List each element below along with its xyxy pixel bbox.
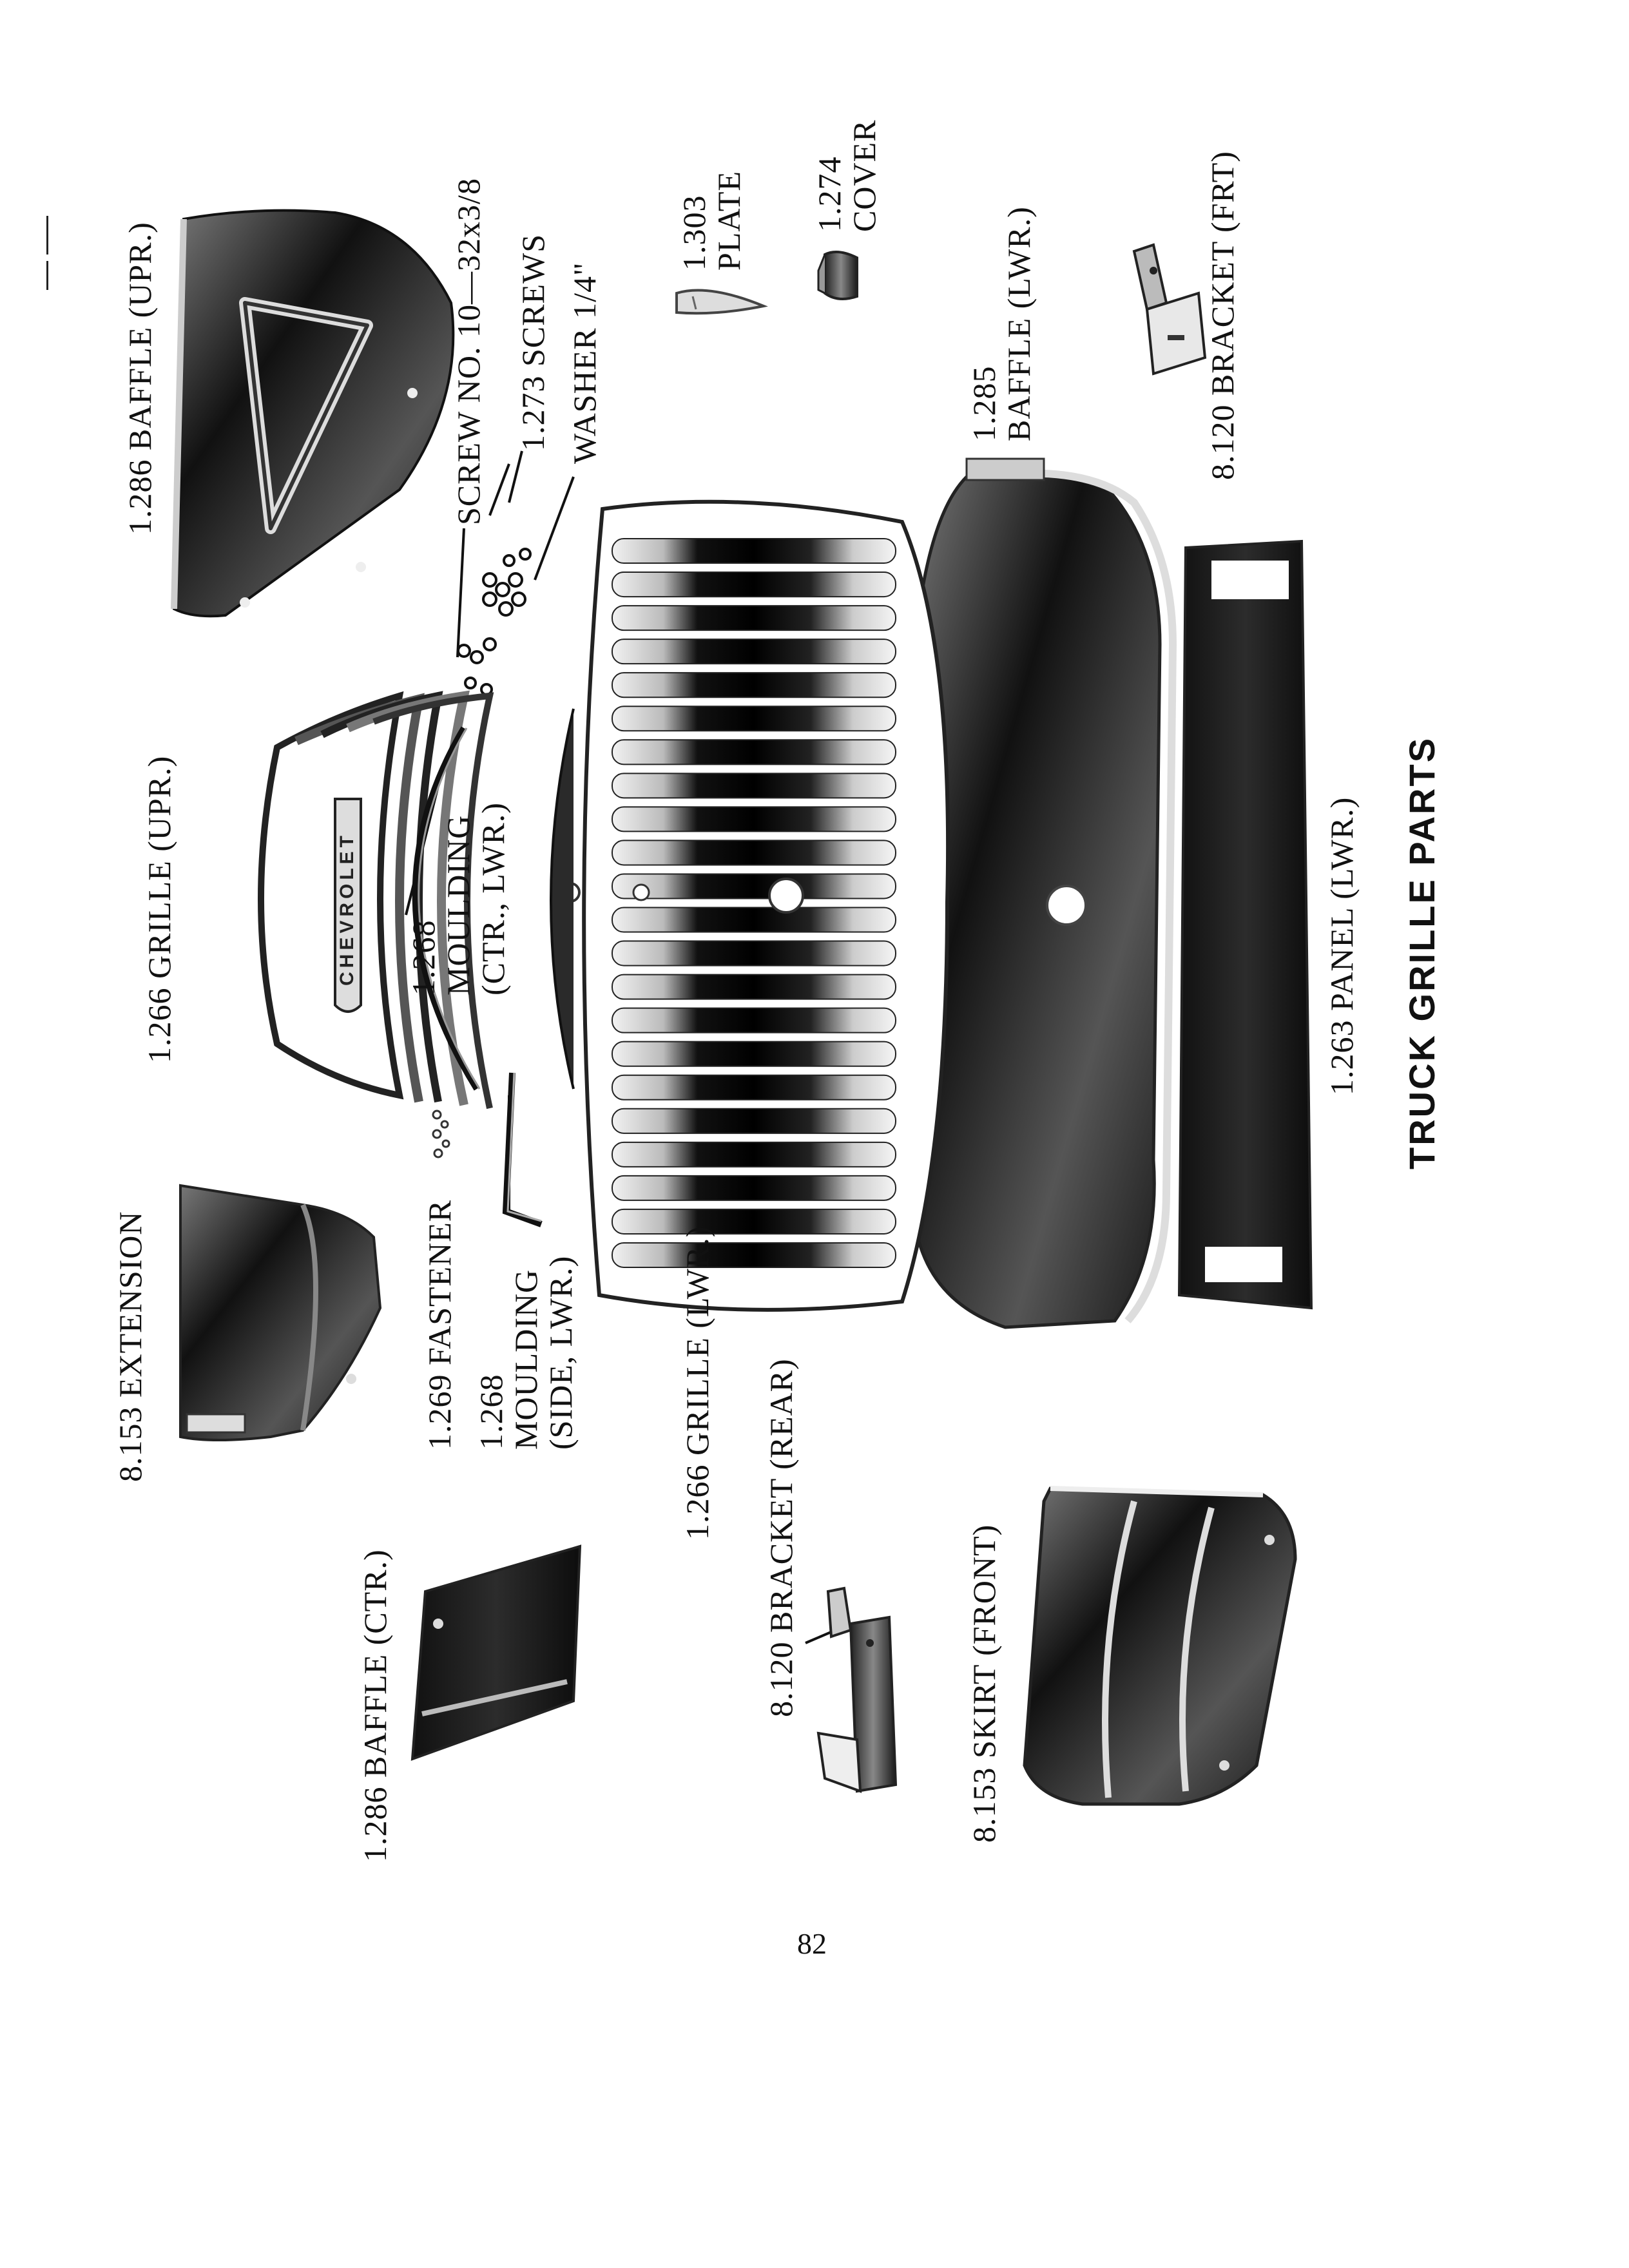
grille-bar	[612, 538, 896, 564]
grille-lower-part	[550, 499, 950, 1312]
grille-bar	[612, 605, 896, 631]
grille-bar	[612, 773, 896, 799]
cover-part	[817, 251, 858, 300]
grille-bar	[612, 1007, 896, 1033]
grille-bar	[612, 672, 896, 698]
label-baffle-upper: 1.286 BAFFLE (UPR.)	[122, 222, 158, 535]
moulding-center-part	[412, 726, 481, 1091]
grille-bar	[612, 639, 896, 665]
baffle-upper-part	[171, 209, 455, 618]
grille-bar	[612, 1141, 896, 1168]
bracket-rear-part	[816, 1586, 898, 1793]
grille-bar	[612, 940, 896, 966]
label-extension: 8.153 EXTENSION	[112, 1211, 148, 1482]
grille-bar	[612, 840, 896, 866]
label-washer: WASHER 1/4"	[566, 262, 602, 464]
grille-bar	[612, 1242, 896, 1269]
skirt-front-part	[1023, 1486, 1297, 1806]
grille-emblem-text: CHEVROLET	[336, 832, 358, 986]
grille-bar	[612, 873, 896, 899]
grille-bar	[612, 1175, 896, 1201]
label-fastener: 1.269 FASTENER	[421, 1199, 458, 1450]
label-skirt-front: 8.153 SKIRT (FRONT)	[966, 1524, 1002, 1843]
grille-bar	[612, 907, 896, 933]
margin-rule	[46, 261, 48, 290]
panel-lower-part	[1177, 539, 1313, 1310]
page-title: TRUCK GRILLE PARTS	[1402, 736, 1442, 1169]
grille-bar	[612, 974, 896, 1000]
moulding-side-part	[502, 1072, 543, 1227]
extension-part	[179, 1184, 382, 1441]
label-bracket-rear: 8.120 BRACKET (REAR)	[763, 1358, 799, 1717]
grille-bar	[612, 1108, 896, 1134]
margin-rule	[46, 216, 48, 255]
fastener-part	[432, 1110, 450, 1158]
plate-part	[675, 289, 768, 315]
label-panel-lower: 1.263 PANEL (LWR.)	[1324, 796, 1360, 1095]
grille-bar	[612, 739, 896, 765]
baffle-center-part	[410, 1544, 582, 1761]
grille-bar	[612, 572, 896, 598]
label-grille-upper: 1.266 GRILLE (UPR.)	[141, 755, 177, 1063]
bracket-front-part	[1132, 243, 1207, 376]
label-baffle-center: 1.286 BAFFLE (CTR.)	[357, 1549, 393, 1862]
label-bracket-front: 8.120 BRACKET (FRT)	[1204, 151, 1240, 480]
label-screws-1273: 1.273 SCREWS	[515, 233, 551, 451]
page-number: 82	[797, 1927, 827, 1960]
screws-washers-part	[457, 548, 532, 696]
label-screw: SCREW NO. 10—32x3/8	[450, 178, 487, 525]
grille-upper-part: CHEVROLET	[258, 690, 494, 1110]
grille-bar	[612, 1074, 896, 1100]
label-grille-lower: 1.266 GRILLE (LWR.)	[679, 1225, 715, 1540]
grille-bar	[612, 1208, 896, 1235]
baffle-lower-part	[913, 457, 1177, 1329]
grille-bar	[612, 706, 896, 732]
grille-bar	[612, 1041, 896, 1067]
grille-bar	[612, 806, 896, 832]
